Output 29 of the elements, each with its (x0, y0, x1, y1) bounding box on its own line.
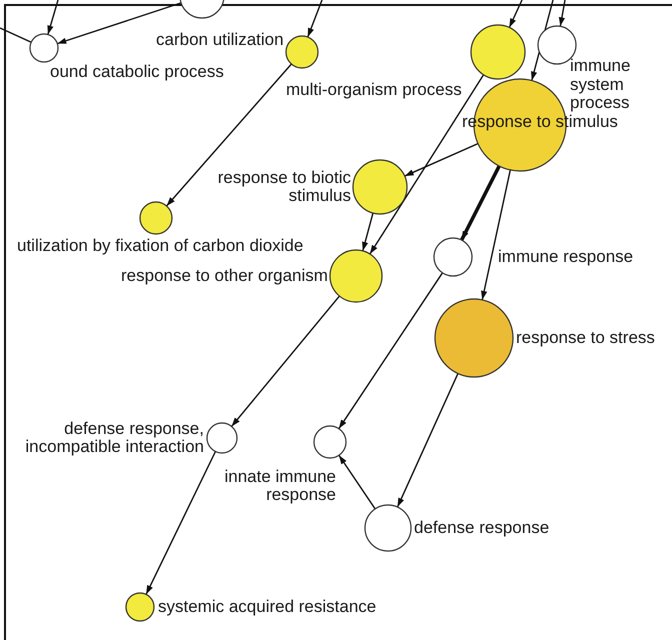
node-label: systemic acquired resistance (158, 598, 376, 616)
arrow (338, 272, 444, 430)
arrow (481, 170, 511, 300)
node-label: response to stress (516, 328, 655, 348)
arrow (460, 165, 501, 241)
arrow (338, 454, 376, 510)
arrow (166, 64, 292, 206)
node-label: defense response, incompatible interaction (24, 420, 204, 457)
arrow (47, 0, 59, 35)
arrow (362, 212, 374, 252)
node-label: immune system process (570, 57, 632, 114)
node-label: response to biotic stimulus (216, 168, 351, 206)
node-label: innate immune response (223, 468, 336, 505)
arrow (558, 0, 566, 26)
arrow (145, 451, 216, 595)
arrow (396, 373, 459, 508)
arrow (508, 0, 523, 28)
node-label: ound catabolic process (50, 62, 224, 82)
arrow (404, 142, 478, 177)
node-label: defense response (414, 518, 550, 538)
node-label: carbon utilization (156, 30, 284, 50)
arrow (369, 74, 484, 254)
node-label: response to other organism (121, 266, 328, 286)
arrow (307, 0, 323, 38)
arrow (57, 2, 182, 44)
node-label: utilization by fixation of carbon dioxide (17, 236, 304, 256)
arrow (231, 296, 340, 427)
node-label: immune response (498, 248, 634, 266)
node-label: multi-organism process (286, 80, 462, 100)
